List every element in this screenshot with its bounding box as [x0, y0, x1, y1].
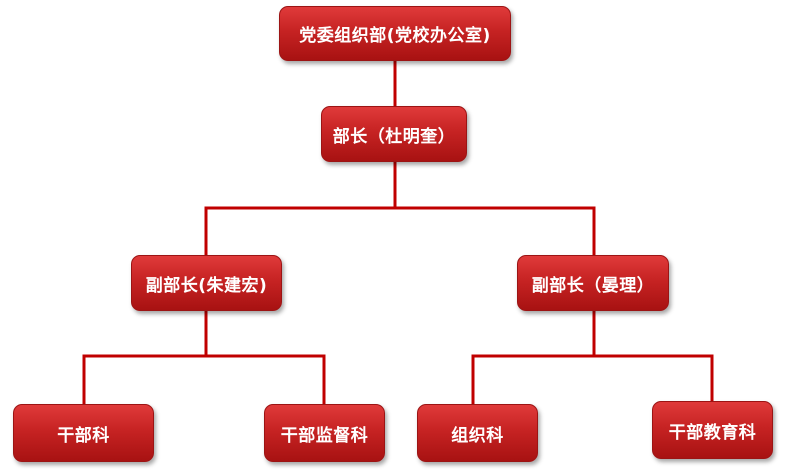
node-deputy-head-1: 副部长(朱建宏)	[131, 255, 282, 311]
node-cadre-education-section: 干部教育科	[652, 401, 773, 459]
node-party-org-department: 党委组织部(党校办公室)	[279, 6, 511, 61]
node-deputy-head-2: 副部长（晏理）	[517, 255, 669, 311]
node-department-head: 部长（杜明奎）	[321, 106, 467, 162]
node-organization-section: 组织科	[417, 404, 538, 462]
node-cadre-section: 干部科	[13, 404, 154, 462]
node-cadre-supervision-section: 干部监督科	[264, 404, 385, 462]
